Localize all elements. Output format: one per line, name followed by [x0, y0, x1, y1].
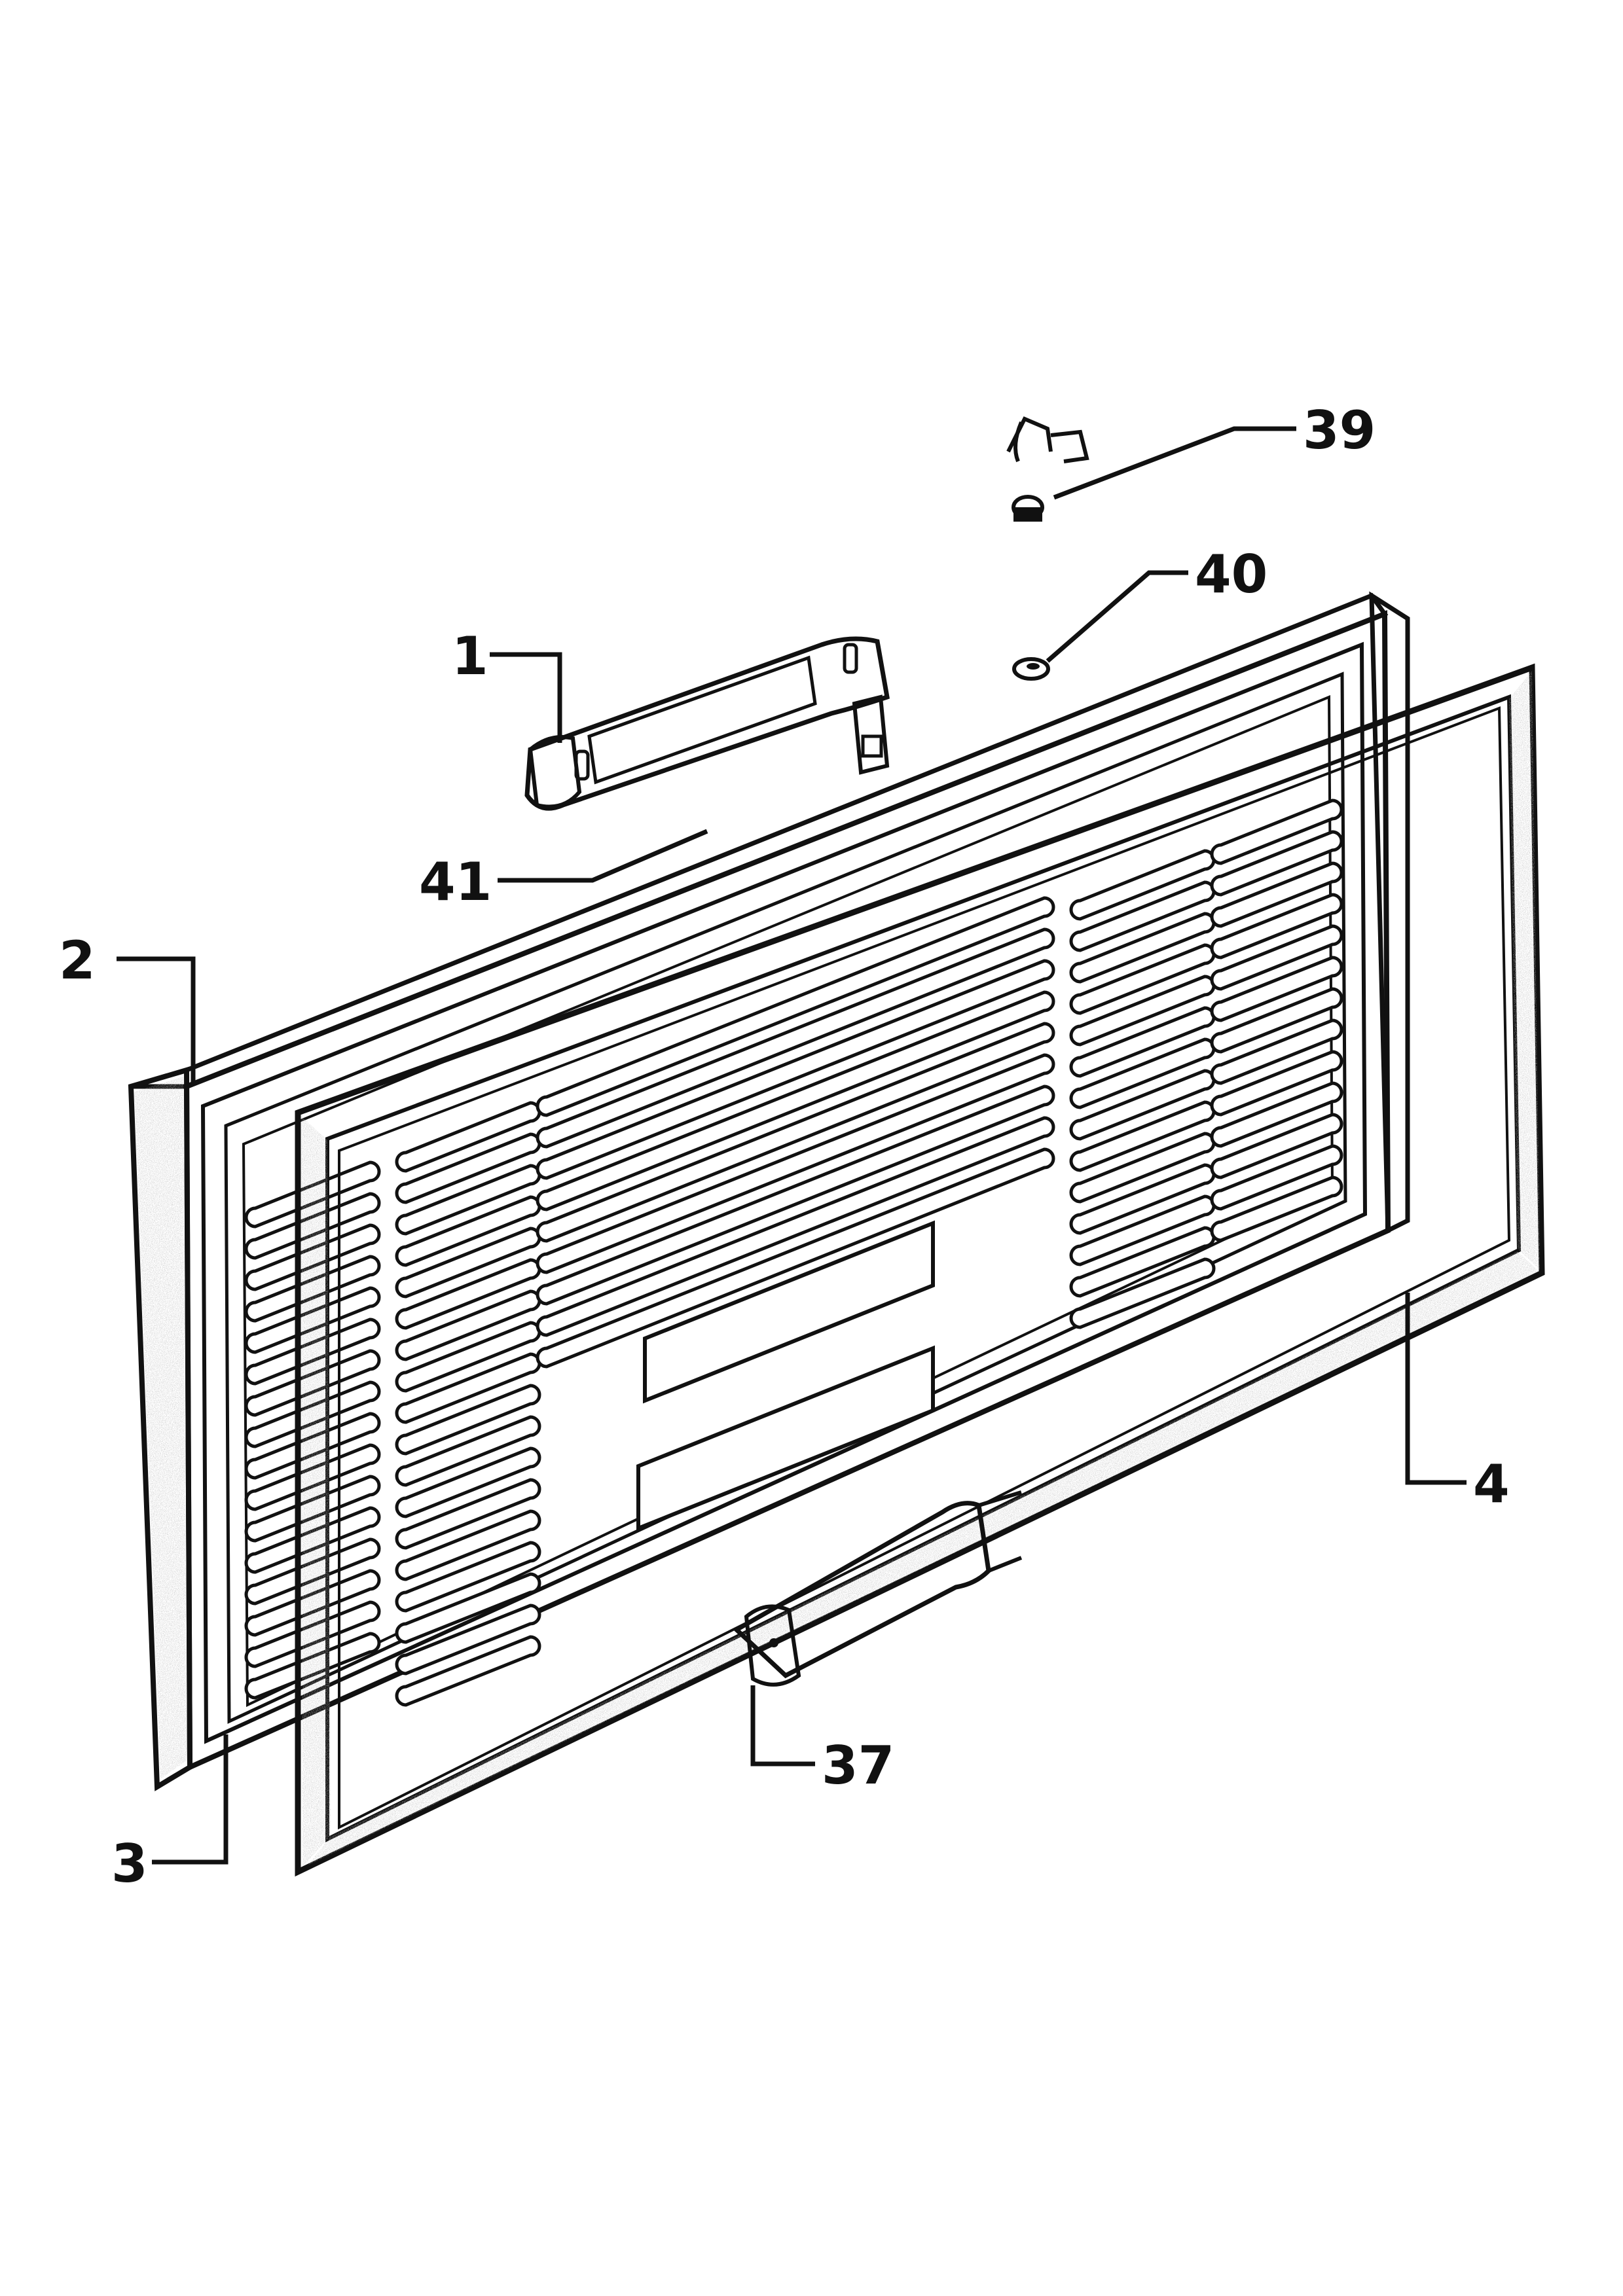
- liner-slot: [1210, 830, 1343, 897]
- hinge-pin: [1006, 416, 1089, 522]
- top-handle: [524, 636, 890, 811]
- hinge-bushing: [1012, 657, 1050, 681]
- liner-slot: [536, 990, 1055, 1211]
- liner-slot: [1210, 861, 1343, 928]
- callout-40: 40: [1195, 544, 1267, 605]
- liner-slot: [1210, 1113, 1343, 1179]
- leader-3: [152, 1734, 228, 1865]
- callout-2: 2: [59, 930, 96, 991]
- callout-1: 1: [452, 626, 488, 687]
- liner-slot: [1210, 956, 1343, 1022]
- liner-slot: [536, 1022, 1055, 1243]
- leader-lines: [117, 426, 1467, 1865]
- liner-slot: [395, 1384, 541, 1456]
- liner-slot: [536, 1147, 1055, 1369]
- liner-slot: [1210, 1018, 1343, 1085]
- liner-slot: [395, 1604, 541, 1676]
- liner-slot: [395, 1635, 541, 1707]
- bottom-handle: [733, 1490, 1023, 1687]
- liner-slot: [536, 1085, 1055, 1306]
- liner-slot: [395, 1509, 541, 1581]
- liner-slot: [536, 1053, 1055, 1274]
- callout-37: 37: [822, 1735, 894, 1796]
- leader-39: [1053, 426, 1296, 500]
- leader-41: [498, 829, 708, 883]
- liner-slot: [536, 927, 1055, 1149]
- liner-slot: [1210, 924, 1343, 991]
- liner-slot: [395, 1541, 541, 1613]
- liner-slot: [1210, 893, 1343, 960]
- liner-pad: [643, 1220, 935, 1404]
- callout-4: 4: [1473, 1454, 1510, 1515]
- callout-3: 3: [111, 1833, 148, 1894]
- liner-slot: [1210, 1144, 1343, 1211]
- liner-slot: [395, 1572, 541, 1644]
- liner-slot: [395, 1478, 541, 1550]
- liner-slot: [1210, 1175, 1343, 1242]
- leader-1: [490, 652, 562, 743]
- callout-labels: 1 2 3 4 37 39 40 41: [59, 400, 1510, 1894]
- callout-41: 41: [419, 852, 492, 912]
- callout-39: 39: [1303, 400, 1376, 461]
- liner-slot: [536, 896, 1055, 1117]
- liner-slot: [1210, 1081, 1343, 1148]
- liner-slot: [1210, 1050, 1343, 1117]
- liner-slot: [1069, 1257, 1216, 1329]
- leader-4: [1405, 1293, 1467, 1485]
- leader-40: [1046, 570, 1188, 663]
- liner-slot: [536, 1116, 1055, 1337]
- liner-pad: [636, 1345, 935, 1532]
- liner-slot: [536, 959, 1055, 1180]
- leader-2: [117, 956, 196, 1083]
- liner-slot: [395, 1415, 541, 1487]
- door-outer-panel: [128, 591, 1410, 1791]
- leader-37: [750, 1685, 815, 1767]
- liner-slot: [1210, 987, 1343, 1054]
- liner-slot: [1210, 798, 1343, 865]
- door-gasket-frame: [295, 663, 1545, 1877]
- liner-slot: [395, 1446, 541, 1518]
